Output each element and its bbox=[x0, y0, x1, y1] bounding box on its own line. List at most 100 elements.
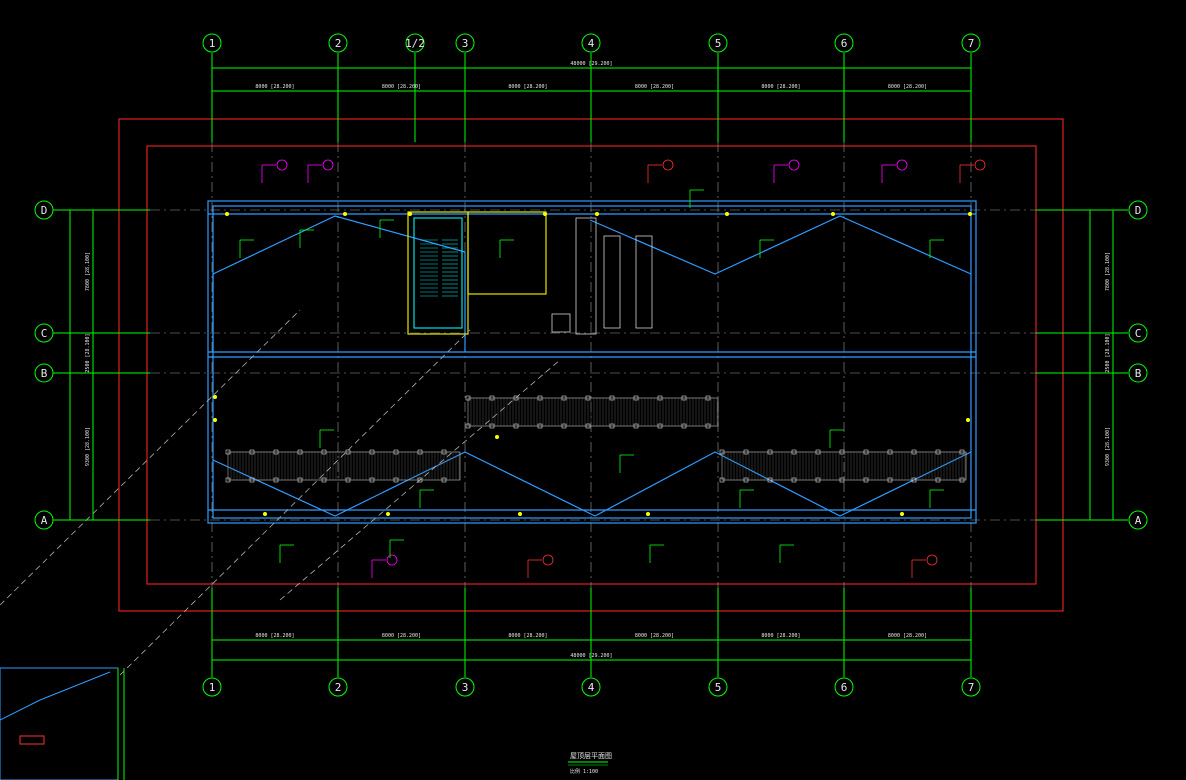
axis-label-right: B bbox=[1135, 367, 1142, 380]
walkway-support bbox=[609, 395, 615, 401]
axis-label-top: 1 bbox=[209, 37, 216, 50]
walkway-support bbox=[767, 449, 773, 455]
walkway-support bbox=[441, 449, 447, 455]
roof-drain-point bbox=[968, 212, 972, 216]
detail-callout-bubble bbox=[662, 159, 674, 171]
walkway-support bbox=[369, 449, 375, 455]
axis-bubble-bottom bbox=[328, 677, 348, 697]
walkway-support bbox=[417, 449, 423, 455]
axis-label-bottom: 1 bbox=[209, 681, 216, 694]
axis-label-top: 5 bbox=[715, 37, 722, 50]
axis-label-left: A bbox=[41, 514, 48, 527]
roof-drain-point bbox=[386, 512, 390, 516]
axis-bubble-top bbox=[202, 33, 222, 53]
detail-callout-bubble bbox=[276, 159, 288, 171]
sheet-scale: 比例 1:100 bbox=[570, 768, 598, 775]
bay-dimension-bottom-label: 8000 [28.200] bbox=[888, 633, 927, 639]
axis-bubble-right bbox=[1128, 200, 1148, 220]
bay-dimension-top-label: 8000 [28.200] bbox=[635, 84, 674, 90]
walkway-support bbox=[273, 477, 279, 483]
walkway-support bbox=[887, 449, 893, 455]
building-walls bbox=[207, 200, 977, 524]
walkway-support bbox=[297, 477, 303, 483]
roof-drain-point bbox=[263, 512, 267, 516]
walkway-support bbox=[345, 477, 351, 483]
walkway-support bbox=[911, 477, 917, 483]
detail-callout-bubble bbox=[896, 159, 908, 171]
walkway-support bbox=[743, 449, 749, 455]
walkway-support bbox=[791, 449, 797, 455]
axis-bubble-bottom bbox=[961, 677, 981, 697]
axis-bubble-top bbox=[708, 33, 728, 53]
walkway-support bbox=[743, 477, 749, 483]
axis-bubble-bottom bbox=[455, 677, 475, 697]
row-dimension-label: 7800 [28.100] bbox=[1105, 252, 1111, 291]
axis-label-right: A bbox=[1135, 514, 1142, 527]
axis-bubble-right bbox=[1128, 510, 1148, 530]
walkway-support bbox=[489, 395, 495, 401]
bay-dimension-bottom-label: 8000 [28.200] bbox=[382, 633, 421, 639]
axis-label-left: B bbox=[41, 367, 48, 380]
walkway-support bbox=[585, 395, 591, 401]
axis-label-bottom: 2 bbox=[335, 681, 342, 694]
stair-core bbox=[407, 211, 547, 335]
stair-treads bbox=[420, 239, 458, 297]
bay-dimension-top-label: 8000 [28.200] bbox=[761, 84, 800, 90]
walkway-support bbox=[321, 477, 327, 483]
axis-bubble-right bbox=[1128, 323, 1148, 343]
axis-bubble-bottom bbox=[708, 677, 728, 697]
axis-bubble-left bbox=[34, 200, 54, 220]
bay-dimension-top-label: 8000 [28.200] bbox=[888, 84, 927, 90]
site-outline-inner bbox=[146, 145, 1037, 585]
axis-bubble-top bbox=[581, 33, 601, 53]
axis-bubble-bottom bbox=[202, 677, 222, 697]
mechanical-equipment bbox=[551, 217, 653, 335]
axis-label-top: 1/2 bbox=[405, 37, 425, 50]
axis-label-top: 6 bbox=[841, 37, 848, 50]
axis-bubble-bottom bbox=[834, 677, 854, 697]
sheet-title: 屋顶层平面图 bbox=[570, 752, 612, 760]
axis-label-bottom: 5 bbox=[715, 681, 722, 694]
walkway-support bbox=[719, 477, 725, 483]
walkway-support bbox=[863, 449, 869, 455]
roof-drain-point bbox=[831, 212, 835, 216]
bay-dimension-bottom-label: 8000 [28.200] bbox=[255, 633, 294, 639]
axis-label-left: D bbox=[41, 204, 48, 217]
roof-drain-point bbox=[518, 512, 522, 516]
walkway-support bbox=[911, 449, 917, 455]
walkway-support bbox=[465, 395, 471, 401]
axis-label-left: C bbox=[41, 327, 48, 340]
roof-drain-point bbox=[646, 512, 650, 516]
axis-bubble-top bbox=[834, 33, 854, 53]
walkway-support bbox=[633, 395, 639, 401]
roof-drain-point bbox=[213, 395, 217, 399]
axis-label-bottom: 3 bbox=[462, 681, 469, 694]
axis-bubble-top bbox=[328, 33, 348, 53]
axis-bubble-left bbox=[34, 323, 54, 343]
walkway-support bbox=[225, 477, 231, 483]
walkway-support bbox=[791, 477, 797, 483]
walkway-support bbox=[537, 395, 543, 401]
walkway-support bbox=[489, 423, 495, 429]
walkway-support bbox=[321, 449, 327, 455]
roof-drain-point bbox=[595, 212, 599, 216]
row-dimension-label: 7800 [28.100] bbox=[85, 252, 91, 291]
walkway-support bbox=[393, 477, 399, 483]
walkway-support bbox=[513, 423, 519, 429]
annotation-tags bbox=[213, 159, 986, 578]
walkway-support bbox=[839, 449, 845, 455]
walkway-support bbox=[863, 477, 869, 483]
walkway-support bbox=[561, 423, 567, 429]
walkway-support bbox=[839, 477, 845, 483]
row-dimension-label: 2500 [28.100] bbox=[85, 333, 91, 372]
axis-bubble-bottom bbox=[581, 677, 601, 697]
bay-dimension-bottom-label: 8000 [28.200] bbox=[508, 633, 547, 639]
roof-drain-point bbox=[225, 212, 229, 216]
axis-bubble-right bbox=[1128, 363, 1148, 383]
bay-dimension-top-label: 8000 [28.200] bbox=[508, 84, 547, 90]
detail-callout-bubble bbox=[788, 159, 800, 171]
walkway-support bbox=[561, 395, 567, 401]
bay-dimension-bottom-label: 8000 [28.200] bbox=[635, 633, 674, 639]
